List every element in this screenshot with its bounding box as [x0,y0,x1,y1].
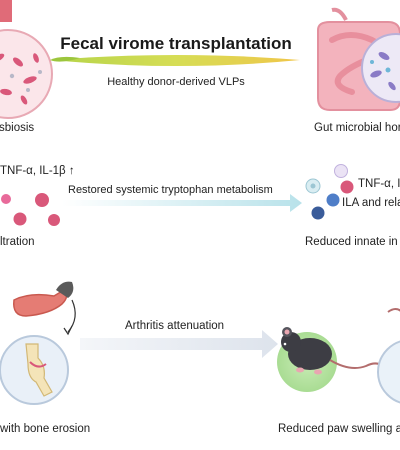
mid-arrow-label: Restored systemic tryptophan metabolism [68,184,273,196]
right-cytokine-cells [305,164,354,220]
bottom-arrow-label: Arthritis attenuation [125,320,225,332]
dysbiosis-illustration [0,0,53,119]
left-mid-markers: TNF-α, IL-1β ↑ [0,165,75,177]
right-mid-label: Reduced innate in [305,236,398,248]
mouse-illustration [277,327,385,392]
arthritis-arrow [80,330,278,358]
inflamed-paw-illustration [0,281,76,405]
left-bottom-label: with bone erosion [0,423,91,435]
healthy-gut-illustration [317,7,400,111]
right-top-label: Gut microbial hor [314,122,400,134]
left-top-label: sbiosis [0,122,35,134]
diagram-title: Fecal virome transplantation [60,34,292,53]
healthy-joint-illustration [377,308,400,404]
left-cytokine-cells [1,193,60,226]
right-mid-markers-1: TNF-α, I [358,178,400,190]
left-mid-label: ltration [0,236,35,248]
transplant-banner-arrow [52,55,300,66]
right-bottom-label: Reduced paw swelling a [278,423,400,435]
tryptophan-arrow [62,194,302,212]
diagram-subtitle: Healthy donor-derived VLPs [107,76,245,88]
right-mid-markers-2: ILA and rela [342,197,400,209]
